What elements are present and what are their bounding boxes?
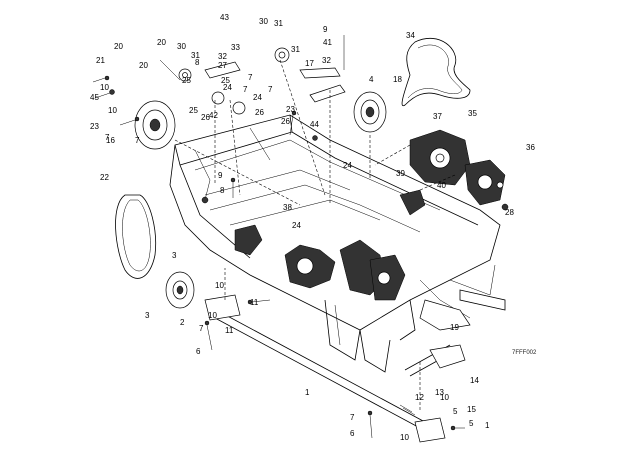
belt-22 bbox=[115, 194, 157, 279]
callout-6: 6 bbox=[350, 429, 355, 438]
callout-25: 25 bbox=[189, 106, 198, 115]
callout-26: 26 bbox=[281, 117, 290, 126]
callout-35: 35 bbox=[468, 109, 477, 118]
callout-14: 14 bbox=[470, 376, 479, 385]
callout-7: 7 bbox=[268, 85, 273, 94]
callout-1: 1 bbox=[305, 388, 310, 397]
callout-27: 27 bbox=[218, 61, 227, 70]
callout-20: 20 bbox=[139, 61, 148, 70]
callout-2: 2 bbox=[180, 318, 185, 327]
callout-28: 28 bbox=[505, 208, 514, 217]
callout-26: 26 bbox=[201, 113, 210, 122]
chassis-frame bbox=[169, 114, 501, 373]
callout-10: 10 bbox=[440, 393, 449, 402]
callout-36: 36 bbox=[526, 143, 535, 152]
callout-31: 31 bbox=[274, 19, 283, 28]
callout-30: 30 bbox=[177, 42, 186, 51]
pulley-18 bbox=[353, 91, 387, 133]
callout-1: 1 bbox=[485, 421, 490, 430]
callout-22: 22 bbox=[100, 173, 109, 182]
callout-7: 7 bbox=[105, 133, 110, 142]
callout-3: 3 bbox=[172, 251, 177, 260]
right-spindle-assembly bbox=[409, 129, 506, 206]
belt-34 bbox=[401, 37, 471, 107]
idler-arms bbox=[159, 35, 346, 115]
callout-42: 42 bbox=[209, 111, 218, 120]
callout-24: 24 bbox=[292, 221, 301, 230]
callout-34: 34 bbox=[406, 31, 415, 40]
callout-10: 10 bbox=[208, 311, 217, 320]
callout-38: 38 bbox=[283, 203, 292, 212]
callout-4: 4 bbox=[369, 75, 374, 84]
callout-18: 18 bbox=[393, 75, 402, 84]
callout-25: 25 bbox=[182, 76, 191, 85]
callout-7: 7 bbox=[243, 85, 248, 94]
callout-5: 5 bbox=[453, 407, 458, 416]
callout-23: 23 bbox=[90, 122, 99, 131]
callout-12: 12 bbox=[415, 393, 424, 402]
assembly-guide-lines bbox=[174, 59, 456, 410]
callout-43: 43 bbox=[220, 13, 229, 22]
fasteners bbox=[92, 75, 509, 439]
callout-11: 11 bbox=[225, 326, 234, 335]
callout-16: 16 bbox=[106, 136, 115, 145]
callout-8: 8 bbox=[220, 186, 225, 195]
callout-31: 31 bbox=[291, 45, 300, 54]
callout-8: 8 bbox=[195, 58, 200, 67]
callout-7: 7 bbox=[350, 413, 355, 422]
callout-26: 26 bbox=[255, 108, 264, 117]
pulley-2 bbox=[165, 271, 195, 309]
callout-32: 32 bbox=[322, 56, 331, 65]
callout-41: 41 bbox=[323, 38, 332, 47]
callout-24: 24 bbox=[343, 161, 352, 170]
callout-37: 37 bbox=[433, 112, 442, 121]
callout-15: 15 bbox=[467, 405, 476, 414]
callout-23: 23 bbox=[286, 105, 295, 114]
callout-24: 24 bbox=[223, 83, 232, 92]
callout-32: 32 bbox=[218, 52, 227, 61]
callout-9: 9 bbox=[218, 171, 223, 180]
callout-25: 25 bbox=[221, 76, 230, 85]
callout-11: 11 bbox=[250, 298, 259, 307]
callout-24: 24 bbox=[253, 93, 262, 102]
callout-20: 20 bbox=[114, 42, 123, 51]
callout-5: 5 bbox=[469, 419, 474, 428]
callout-30: 30 bbox=[259, 17, 268, 26]
callout-39: 39 bbox=[396, 169, 405, 178]
pulley-left bbox=[134, 100, 176, 150]
callout-7: 7 bbox=[135, 136, 140, 145]
callout-9: 9 bbox=[323, 25, 328, 34]
callout-44: 44 bbox=[310, 120, 319, 129]
callout-6: 6 bbox=[196, 347, 201, 356]
callout-3: 3 bbox=[145, 311, 150, 320]
callout-45: 45 bbox=[90, 93, 99, 102]
callout-40: 40 bbox=[437, 181, 446, 190]
callout-10: 10 bbox=[100, 83, 109, 92]
callout-21: 21 bbox=[96, 56, 105, 65]
callout-19: 19 bbox=[450, 323, 459, 332]
callout-33: 33 bbox=[231, 43, 240, 52]
callout-7: 7 bbox=[248, 73, 253, 82]
callout-7: 7 bbox=[199, 324, 204, 333]
callout-20: 20 bbox=[157, 38, 166, 47]
diagram-code: 7FFF002 bbox=[512, 350, 537, 356]
callout-10: 10 bbox=[400, 433, 409, 442]
callout-10: 10 bbox=[215, 281, 224, 290]
callout-13: 13 bbox=[435, 388, 444, 397]
callout-10: 10 bbox=[108, 106, 117, 115]
center-gearbox bbox=[234, 189, 426, 301]
callout-31: 31 bbox=[191, 51, 200, 60]
callout-17: 17 bbox=[305, 59, 314, 68]
rear-axle bbox=[204, 289, 506, 443]
